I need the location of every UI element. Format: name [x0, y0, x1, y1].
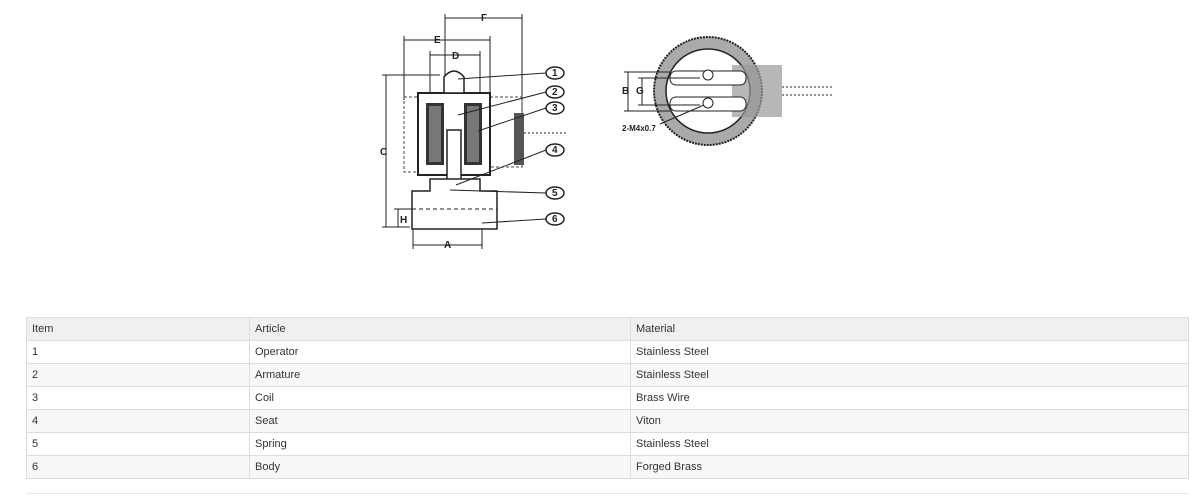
cell-article: Coil [249, 386, 631, 410]
cell-material: Brass Wire [630, 386, 1189, 410]
table-row: 5 Spring Stainless Steel [26, 432, 1189, 456]
cell-item: 4 [26, 409, 250, 433]
callout-6: 6 [552, 214, 558, 225]
cell-item: 6 [26, 455, 250, 479]
callout-1: 1 [552, 68, 558, 79]
dim-label-a: A [444, 240, 451, 251]
table-row: 1 Operator Stainless Steel [26, 340, 1189, 364]
cell-material: Stainless Steel [630, 340, 1189, 364]
cell-article: Body [249, 455, 631, 479]
table-header-row: Item Article Material [26, 317, 1189, 341]
cell-article: Spring [249, 432, 631, 456]
dim-label-g: G [636, 86, 644, 97]
cell-material: Stainless Steel [630, 432, 1189, 456]
thread-note: 2-M4x0.7 [622, 124, 656, 133]
column-header-article: Article [249, 317, 631, 341]
callout-4: 4 [552, 145, 558, 156]
table-row: 3 Coil Brass Wire [26, 386, 1189, 410]
cell-article: Operator [249, 340, 631, 364]
cell-material: Viton [630, 409, 1189, 433]
callout-2: 2 [552, 87, 558, 98]
table-row: 2 Armature Stainless Steel [26, 363, 1189, 387]
cell-material: Stainless Steel [630, 363, 1189, 387]
dim-label-h: H [400, 215, 407, 226]
cell-article: Armature [249, 363, 631, 387]
cell-item: 3 [26, 386, 250, 410]
column-header-item: Item [26, 317, 250, 341]
dim-label-e: E [434, 35, 441, 46]
column-header-material: Material [630, 317, 1189, 341]
callout-3: 3 [552, 103, 558, 114]
callout-5: 5 [552, 188, 558, 199]
dim-label-f: F [481, 13, 487, 24]
dim-label-d: D [452, 51, 459, 62]
table-row: 4 Seat Viton [26, 409, 1189, 433]
dim-label-c: C [380, 147, 387, 158]
cell-item: 2 [26, 363, 250, 387]
cell-material: Forged Brass [630, 455, 1189, 479]
section-divider [26, 493, 1189, 494]
valve-technical-drawing: F E D C H A B G 2-M4x0.7 1 2 3 4 5 6 [370, 5, 850, 260]
cell-item: 5 [26, 432, 250, 456]
table-row: 6 Body Forged Brass [26, 455, 1189, 479]
dim-label-b: B [622, 86, 629, 97]
cell-article: Seat [249, 409, 631, 433]
cell-item: 1 [26, 340, 250, 364]
materials-table: Item Article Material 1 Operator Stainle… [26, 317, 1189, 479]
